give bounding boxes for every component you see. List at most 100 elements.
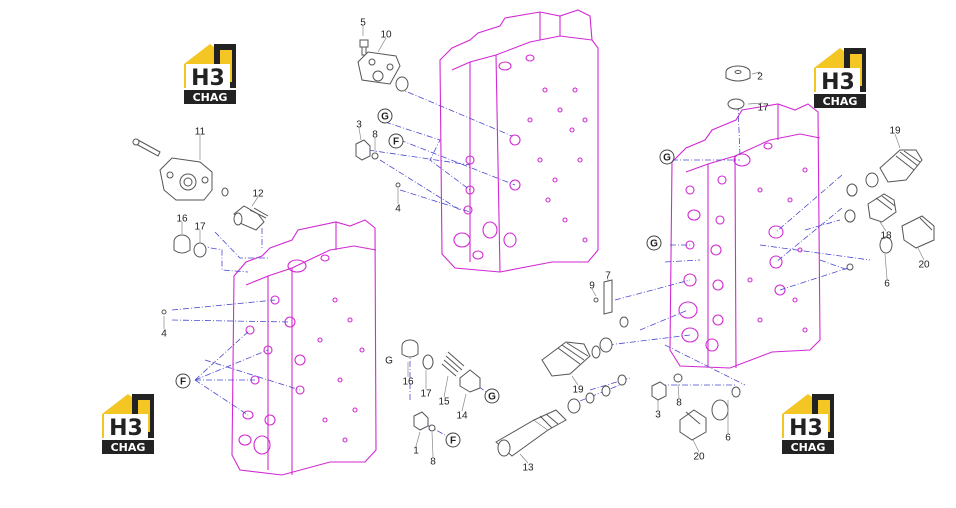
bolt-11 [132,138,161,157]
callout-part-8: 8 [430,431,436,468]
callout-text: G [488,392,496,403]
callout-part-6: 6 [884,253,890,290]
callout-text: 17 [420,389,432,400]
cap-2 [725,65,751,82]
o-ring-17-bottom [422,354,434,370]
o-ring-6-bottom [731,386,741,398]
pin-9 [593,297,599,303]
callout-stem [415,431,421,447]
callout-text: 14 [456,411,468,422]
callout-part-3: 3 [655,400,661,421]
port-circle [175,373,191,389]
spring-15 [441,351,465,377]
callout-text: 2 [757,72,763,83]
flange-plate-10 [357,51,401,85]
logo-sub-text: CHAG [823,95,858,108]
callout-part-4: 4 [161,316,167,340]
callout-stem [879,221,887,232]
o-ring-17-top [727,98,745,110]
callout-text: F [180,377,186,388]
callout-stem [358,127,362,141]
brand-logo: H3 CHAG [782,392,846,456]
spacer-7 [603,279,613,315]
callout-stem [692,439,700,453]
callout-part-6: 6 [725,400,731,444]
callout-text: 3 [356,120,362,131]
callout-part-7: 7 [605,271,611,282]
callout-text: 4 [395,204,401,215]
o-ring-top [395,76,409,92]
callout-stem [677,383,680,399]
brand-logo: H3 CHAG [184,42,248,106]
plug-16-left [173,234,191,254]
valve-body-left [231,219,377,476]
callout-part-17: 17 [747,103,769,114]
callout-part-G: G [385,356,393,367]
seal-8-top [371,152,379,160]
cartridge-12 [233,205,269,231]
ball-4-left [161,309,167,315]
callout-part-2: 2 [751,72,763,83]
callout-text: F [450,436,456,447]
o-ring-17-left [193,242,207,258]
callout-part-20: 20 [692,439,705,463]
callout-stem [443,375,449,398]
callout-text: 7 [605,271,611,282]
callout-text: 19 [572,385,584,396]
callout-text: 9 [589,281,595,292]
logo-brand-text: H3 [789,416,823,441]
callout-text: 15 [438,397,450,408]
callout-port-F: F [445,432,461,448]
relief-valve-18 [844,193,897,223]
callout-part-16: 16 [176,214,188,234]
component-parts [132,39,935,457]
callout-text: G [663,153,671,164]
callout-text: 20 [918,260,930,271]
seal-7 [619,316,629,328]
callout-text: G [381,112,389,123]
callout-part-15: 15 [438,375,450,408]
callout-part-17: 17 [194,222,206,242]
callout-part-14: 14 [456,393,468,422]
callout-text: G [385,356,393,367]
bolt-5 [359,39,369,56]
callout-part-19: 19 [889,126,901,149]
callout-text: 13 [522,463,534,474]
callout-part-3: 3 [356,120,362,141]
callout-text: 6 [725,433,731,444]
callout-text: 8 [676,398,682,409]
relief-valve-19-top [846,149,923,197]
relief-valve-19-bottom [541,337,613,377]
callout-stem [461,393,467,412]
seal-11 [221,187,229,197]
callout-part-20: 20 [917,247,930,271]
callout-text: 10 [380,30,392,41]
port-circle [484,388,500,404]
callout-text: G [650,239,658,250]
callout-port-G: G [646,235,662,251]
callout-stem [917,247,925,261]
piston-14 [459,369,481,393]
callout-text: 18 [880,231,892,242]
plug-20-bottom [679,399,729,441]
callout-part-9: 9 [589,281,597,297]
port-circle [388,133,404,149]
callout-text: 6 [884,279,890,290]
ball-4-top [395,182,401,188]
logo-brand-text: H3 [109,416,143,441]
callout-part-19: 19 [571,375,584,396]
callout-stem [591,288,597,297]
valve-13 [495,374,627,457]
brand-logo: H3 CHAG [814,46,878,110]
callout-part-12: 12 [251,189,264,207]
valve-body-top [439,9,599,273]
callout-text: 16 [176,214,188,225]
callout-part-13: 13 [519,453,534,474]
plug-3-bottom [651,381,667,401]
callout-text: 16 [402,377,414,388]
plug-3-top [355,139,371,161]
callout-text: 8 [430,457,436,468]
callout-text: 20 [693,452,705,463]
